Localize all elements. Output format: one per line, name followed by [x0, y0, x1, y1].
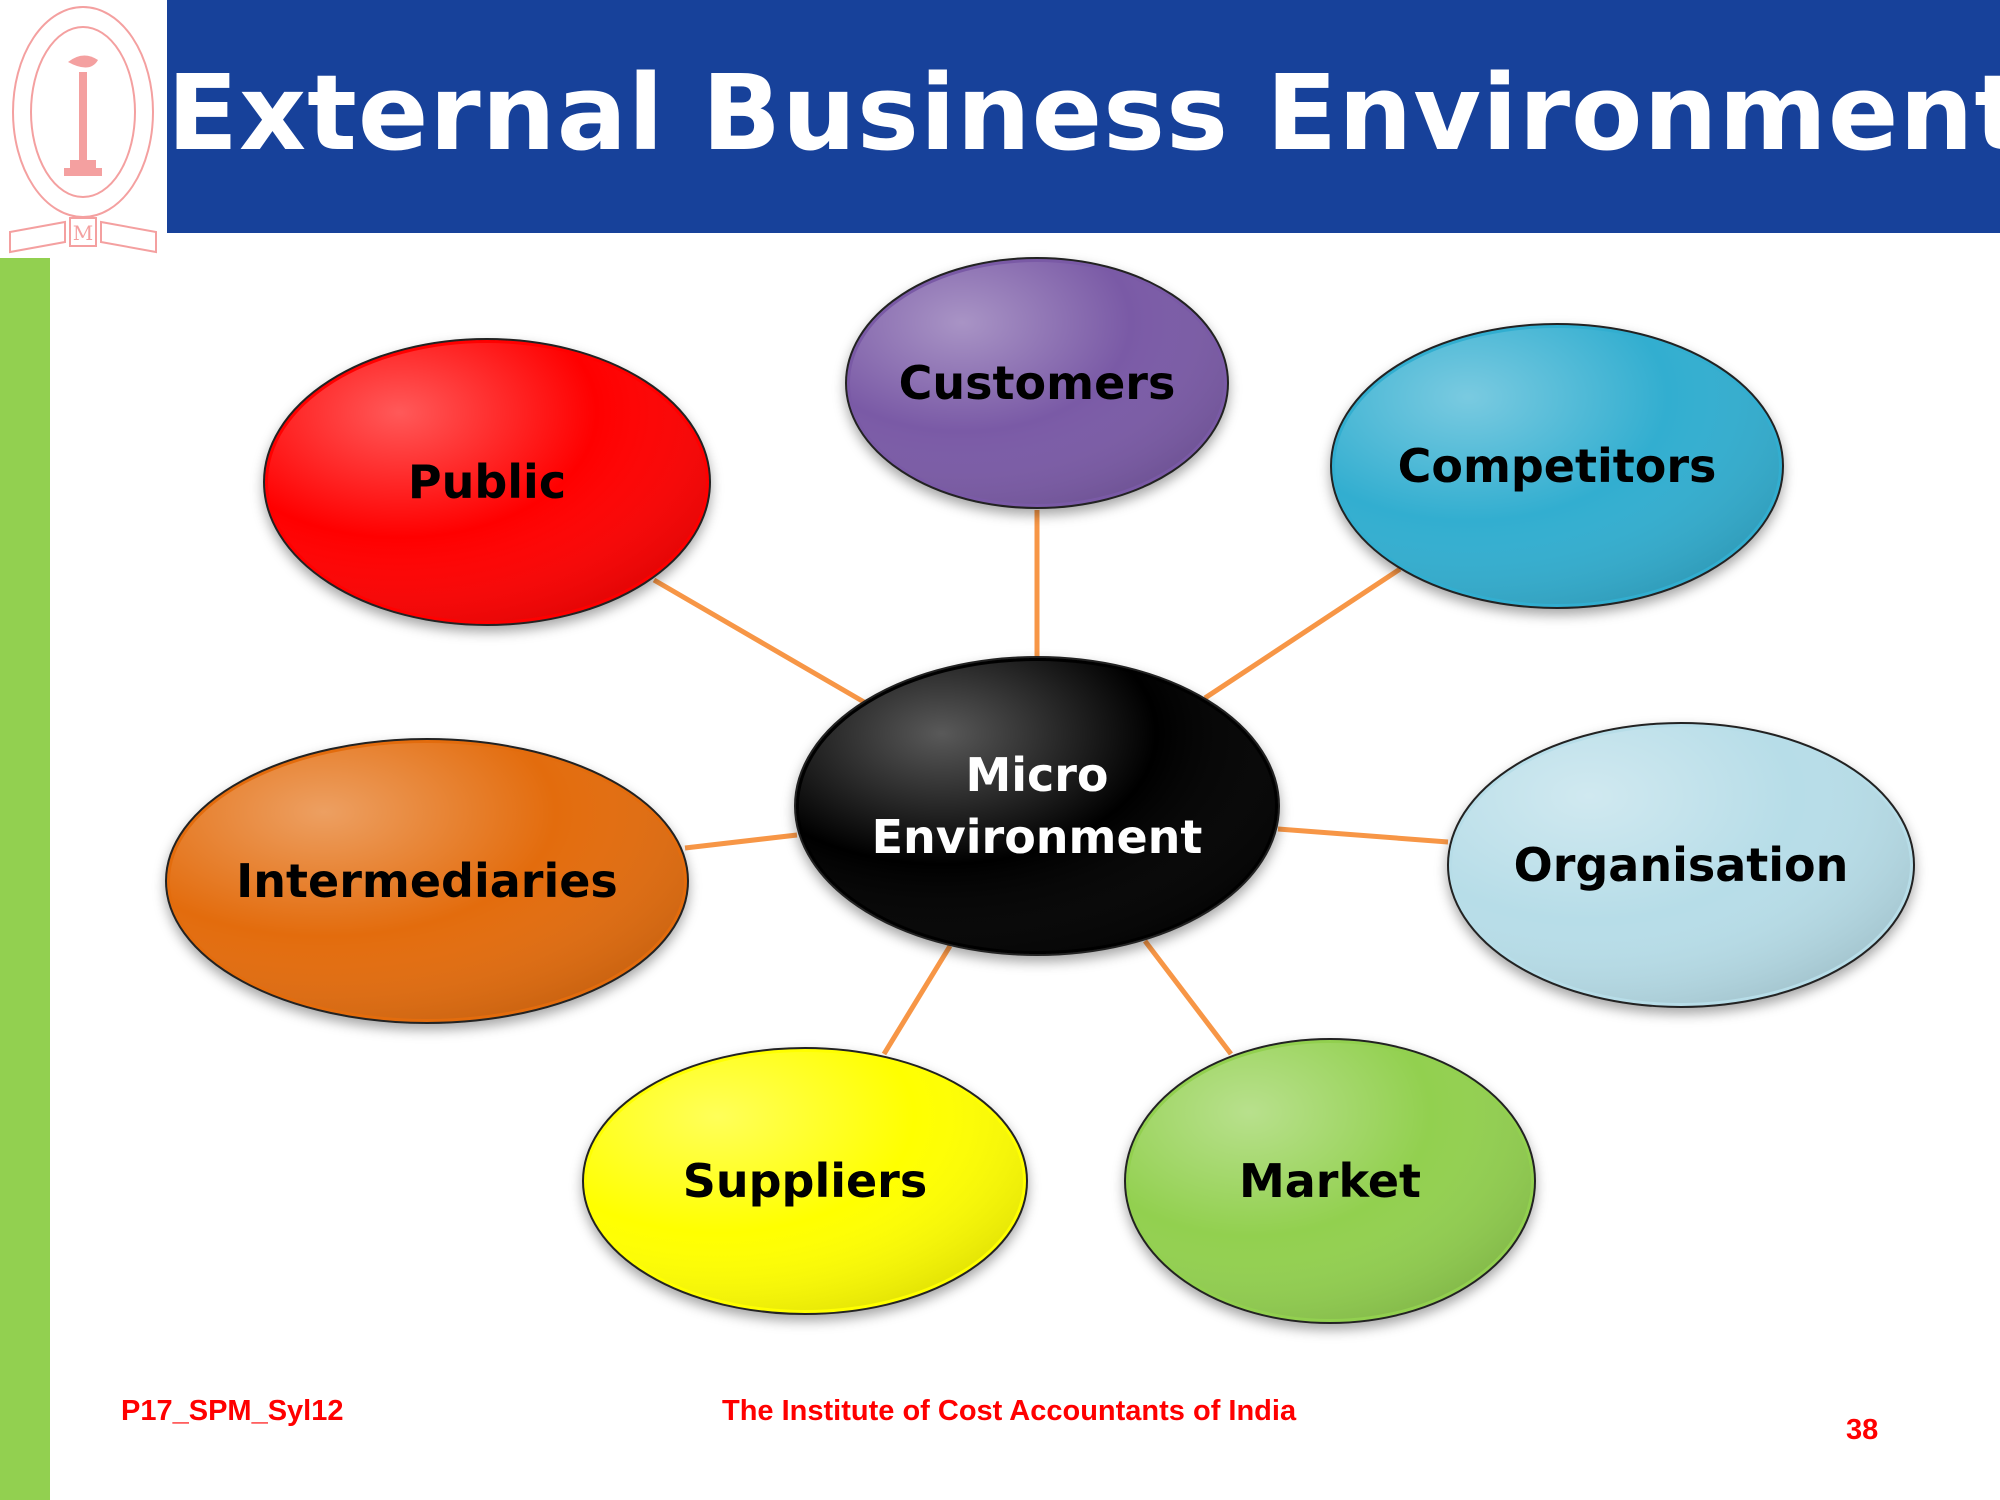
node-market: Market — [1124, 1038, 1536, 1324]
node-label-organisation: Organisation — [1514, 838, 1849, 892]
node-label-micro-environment: Micro — [965, 748, 1108, 802]
node-label-micro-environment: Environment — [872, 810, 1203, 864]
node-label-intermediaries: Intermediaries — [236, 854, 618, 908]
connectors — [652, 510, 1449, 1056]
node-label-market: Market — [1239, 1154, 1421, 1208]
connector-organisation — [1277, 826, 1449, 845]
node-competitors: Competitors — [1330, 323, 1784, 609]
slide-title: External Business Environment — [167, 52, 2000, 174]
ellipse-highlight — [1452, 727, 1910, 1003]
connector-public — [652, 577, 866, 705]
connector-suppliers — [881, 944, 953, 1056]
connector-competitors — [1203, 566, 1402, 701]
node-intermediaries: Intermediaries — [165, 738, 689, 1024]
ellipse-highlight — [850, 262, 1224, 504]
footer-course-code: P17_SPM_Syl12 — [121, 1395, 344, 1427]
institute-logo: M — [9, 6, 157, 254]
ellipse-highlight — [1335, 328, 1779, 604]
node-public: Public — [263, 338, 711, 626]
svg-text:M: M — [73, 221, 93, 245]
footer-institute: The Institute of Cost Accountants of Ind… — [722, 1395, 1297, 1427]
ellipse-highlight — [587, 1052, 1023, 1310]
node-suppliers: Suppliers — [582, 1047, 1028, 1315]
ellipse-highlight — [1129, 1043, 1531, 1319]
page-number: 38 — [1846, 1414, 1879, 1446]
connector-intermediaries — [684, 832, 798, 851]
node-label-suppliers: Suppliers — [683, 1154, 928, 1208]
node-label-public: Public — [408, 455, 566, 509]
ellipse-highlight — [170, 743, 684, 1019]
node-label-customers: Customers — [899, 356, 1176, 410]
node-organisation: Organisation — [1447, 722, 1915, 1008]
connector-market — [1143, 939, 1233, 1056]
ellipse-highlight — [799, 661, 1275, 951]
node-customers: Customers — [845, 257, 1229, 509]
ellipse-highlight — [268, 343, 706, 621]
node-label-competitors: Competitors — [1398, 439, 1717, 493]
side-accent-bar — [0, 258, 50, 1500]
title-bar: External Business Environment — [167, 0, 2000, 233]
